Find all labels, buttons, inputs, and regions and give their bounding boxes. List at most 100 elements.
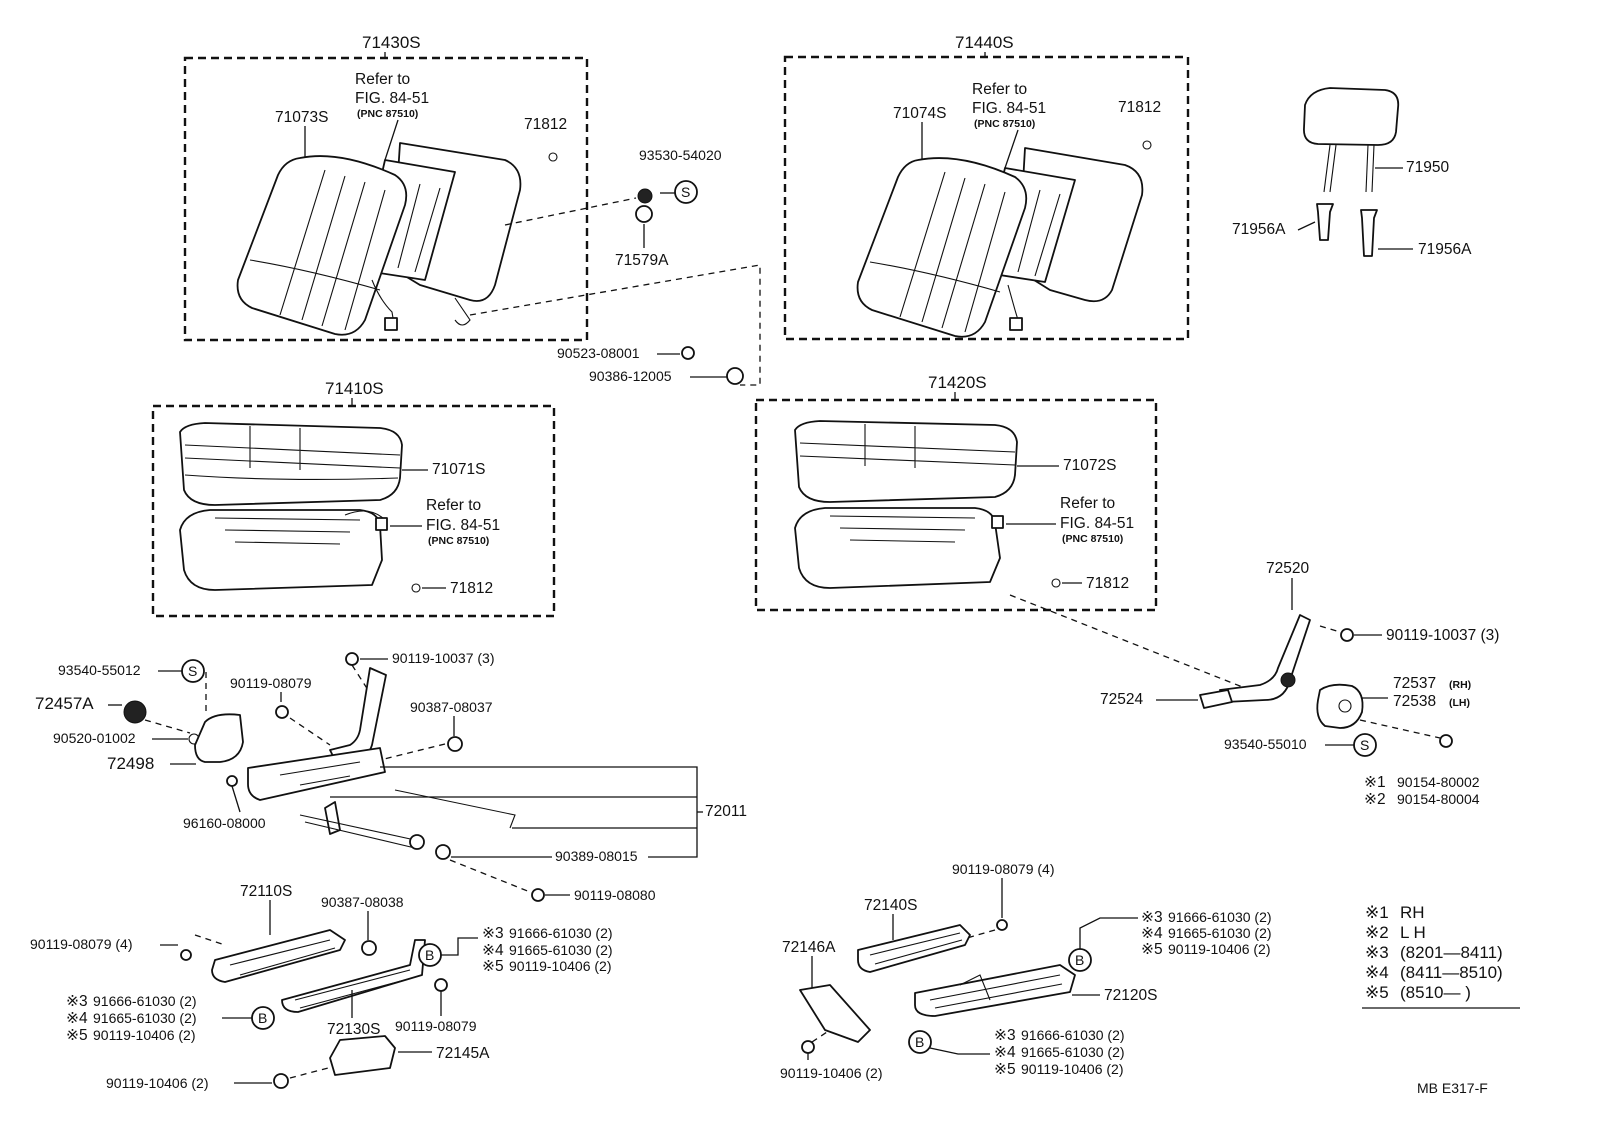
- label-93540-55010: 93540-55010: [1224, 736, 1307, 752]
- bolt-90119-08079-left: [180, 949, 192, 961]
- bracket-72146A: [799, 984, 871, 1043]
- mark-n4-b: ※4: [66, 1010, 88, 1027]
- legend-mark-3: ※3: [1365, 943, 1389, 962]
- s-mark-circle-b: [1353, 733, 1377, 757]
- label-lh-small: (LH): [1449, 697, 1470, 709]
- legend-mark-1: ※1: [1365, 903, 1389, 922]
- label-93530-54020: 93530-54020: [639, 147, 722, 163]
- bracket-72145A: [329, 1035, 396, 1076]
- b-mark-c: B: [1075, 952, 1084, 968]
- mark-n5-b: ※5: [66, 1027, 88, 1044]
- refer-label-line1-c: Refer to: [426, 497, 481, 514]
- label-90119-10406-f: 90119-10406 (2): [1021, 1061, 1123, 1077]
- cushion-90386: [726, 367, 744, 385]
- b-mark-a: B: [425, 947, 434, 963]
- mark-n3-d: ※3: [994, 1027, 1016, 1044]
- cushion-cover-71071S: [179, 422, 403, 506]
- mark-n4-d: ※4: [994, 1044, 1016, 1061]
- hog-ring-71812-b: [1142, 140, 1152, 150]
- label-71073S: 71073S: [275, 109, 328, 126]
- label-90119-08079-4-left: 90119-08079 (4): [30, 936, 132, 952]
- bolt-90119-08079-a: [275, 705, 289, 719]
- label-90523-08001: 90523-08001: [557, 345, 640, 361]
- label-91665-61030-c: 91665-61030 (2): [1168, 925, 1272, 941]
- label-71956A-a: 71956A: [1232, 221, 1286, 238]
- label-72537: 72537: [1393, 675, 1436, 692]
- label-91665-61030-a: 91665-61030 (2): [509, 942, 613, 958]
- legend-text-3: (8201—8411): [1400, 943, 1503, 962]
- legend-text-2: L H: [1400, 923, 1426, 942]
- s-mark-circle-c: [181, 659, 205, 683]
- mark-n5-c: ※5: [1141, 941, 1163, 958]
- seat-track-72120S: [914, 964, 1076, 1017]
- label-90389-08015: 90389-08015: [555, 848, 638, 864]
- washer-90523: [681, 346, 695, 360]
- label-90119-08079-b: 90119-08079: [395, 1018, 477, 1034]
- recliner-right-group: 72520 72524 72537 (RH) 72538 (LH) 90119-…: [1100, 560, 1499, 808]
- screw-90154: [1439, 734, 1453, 748]
- bolt-90119-10406-right: [801, 1040, 815, 1054]
- label-71071S: 71071S: [432, 461, 485, 478]
- label-90119-10037-3-right: 90119-10037 (3): [1386, 627, 1499, 644]
- seat-back-left-group: 71430S Refer to FIG. 84-51 (PNC 87510) 7…: [183, 33, 589, 342]
- mark-n3-c: ※3: [1141, 909, 1163, 926]
- seat-back-right-group: 71440S Refer to FIG. 84-51 (PNC 87510) 7…: [783, 33, 1190, 341]
- refer-label-line3: (PNC 87510): [357, 108, 418, 120]
- label-72130S: 72130S: [327, 1021, 380, 1038]
- heater-connector-back-left: [384, 317, 398, 331]
- label-90119-08079-a: 90119-08079: [230, 675, 312, 691]
- label-71440S: 71440S: [955, 33, 1014, 52]
- headrest-group: 71950 71956A 71956A: [1232, 87, 1472, 258]
- seat-track-72140S: [857, 924, 971, 973]
- figure-code: MB E317-F: [1417, 1080, 1488, 1096]
- refer-label-line2-c: FIG. 84-51: [426, 517, 500, 534]
- headrest-71950: [1303, 87, 1400, 146]
- label-71420S: 71420S: [928, 373, 987, 392]
- label-90386-12005: 90386-12005: [589, 368, 672, 384]
- label-91665-61030-b: 91665-61030 (2): [93, 1010, 197, 1026]
- support-71956A-a: [1316, 203, 1334, 241]
- mark-n3-a: ※3: [482, 925, 504, 942]
- label-71950: 71950: [1406, 159, 1449, 176]
- legend-mark-5: ※5: [1365, 983, 1389, 1002]
- label-90119-10406-a: 90119-10406 (2): [509, 958, 611, 974]
- refer-label-line3-b: (PNC 87510): [974, 118, 1035, 130]
- legend-text-4: (8411—8510): [1400, 963, 1503, 982]
- bushing-96160: [226, 775, 238, 787]
- mark-n2-a: ※2: [1364, 791, 1386, 808]
- label-91666-61030-a: 91666-61030 (2): [509, 925, 613, 941]
- label-72520: 72520: [1266, 560, 1309, 577]
- label-72120S: 72120S: [1104, 987, 1157, 1004]
- bolt-90119-10037-right: [1340, 628, 1354, 642]
- mark-n5-a: ※5: [482, 958, 504, 975]
- bolt-90119-10406-left: [273, 1073, 289, 1089]
- refer-label-line3-c: (PNC 87510): [428, 535, 489, 547]
- label-91666-61030-c: 91666-61030 (2): [1168, 909, 1272, 925]
- label-93540-55012: 93540-55012: [58, 662, 141, 678]
- label-90119-10037-3-left: 90119-10037 (3): [392, 650, 494, 666]
- label-91665-61030-d: 91665-61030 (2): [1021, 1044, 1125, 1060]
- knob-cap: [637, 188, 653, 204]
- label-90387-08038: 90387-08038: [321, 894, 404, 910]
- bushing-90389-08015: [435, 844, 451, 860]
- cushion-cover-71072S: [794, 420, 1018, 503]
- label-rh-small: (RH): [1449, 679, 1471, 691]
- seat-back-cover-71073S: [236, 155, 408, 336]
- bushing-72011: [409, 834, 425, 850]
- refer-label-line3-d: (PNC 87510): [1062, 533, 1123, 545]
- bolt-90119-10037-left: [345, 652, 359, 666]
- label-90119-10406-e: 90119-10406 (2): [1168, 941, 1270, 957]
- seat-track-72110S: [211, 929, 346, 983]
- label-71812-d: 71812: [1086, 575, 1129, 592]
- label-72110S: 72110S: [240, 883, 292, 900]
- label-90119-10406-c: 90119-10406 (2): [106, 1075, 208, 1091]
- label-72140S: 72140S: [864, 897, 917, 914]
- knob-72457A: [123, 700, 147, 724]
- cushion-pad-left: [179, 509, 383, 591]
- support-71956A-b: [1360, 209, 1378, 257]
- b-mark-d: B: [915, 1034, 924, 1050]
- seat-track-right-group: 90119-08079 (4) 72140S 72146A 90119-1040…: [780, 861, 1272, 1081]
- recliner-arm-72520: [1219, 614, 1311, 703]
- s-mark-c: S: [188, 663, 197, 679]
